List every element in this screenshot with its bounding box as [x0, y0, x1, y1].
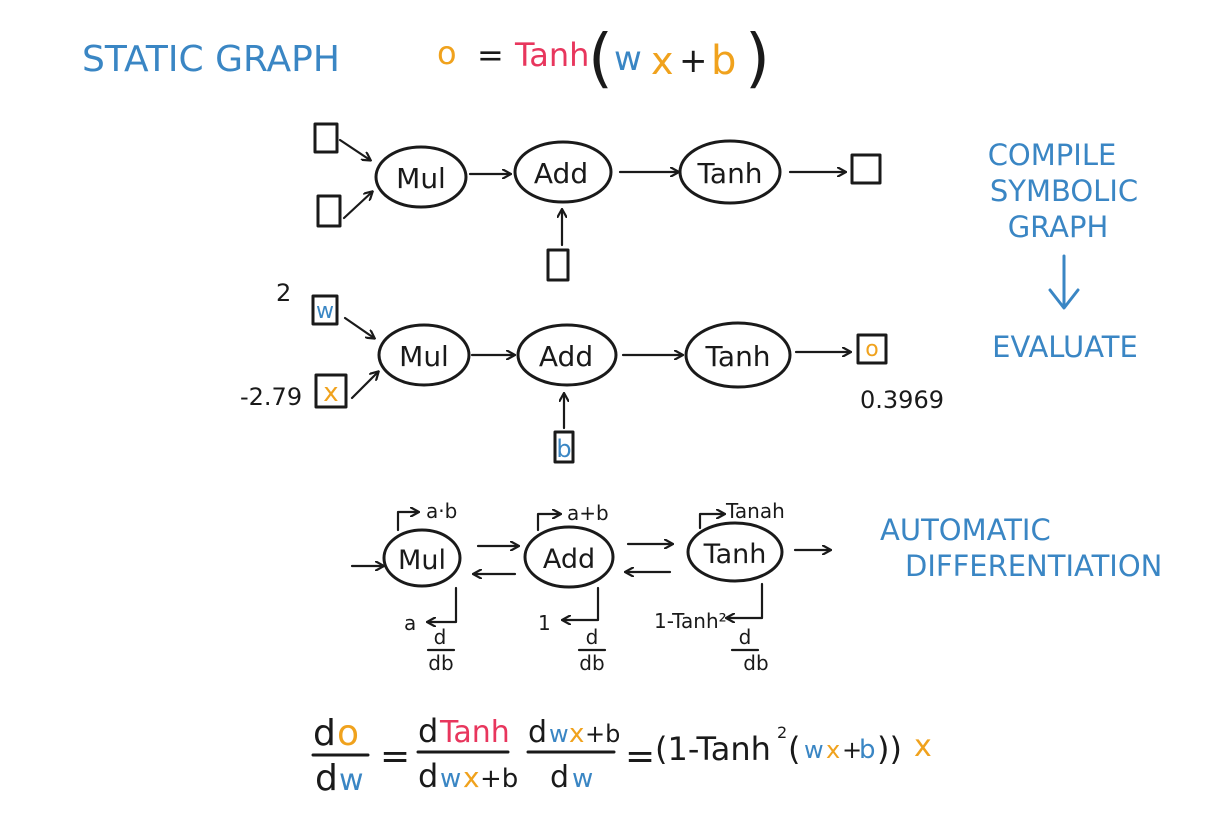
eq-rhs-open: (1-Tanh [655, 730, 771, 768]
eq-dwx-w: w [549, 720, 569, 748]
node-tanh-eval-label: Tanh [704, 340, 770, 373]
eq-dw2-d: d [550, 760, 569, 795]
evaluated-graph: 2 w -2.79 x Mul Add Tanh o 0.3969 b [240, 279, 944, 464]
eq-do-d: d [313, 713, 336, 754]
mul-d-den: db [428, 651, 453, 675]
add-d-den: db [579, 651, 604, 675]
node-tanh-eval [684, 321, 792, 389]
formula-lparen: ( [588, 22, 613, 96]
o-box [856, 333, 888, 365]
node-mul-ad-label: Mul [398, 545, 446, 576]
eq-rhs-paren: ( [788, 730, 800, 768]
b-box-label: b [556, 435, 571, 463]
formula-w: w [614, 39, 642, 79]
input-box-1 [313, 122, 339, 154]
eq-dw-w: w [339, 763, 364, 798]
autodiff-line-1: AUTOMATIC [880, 513, 1051, 547]
node-mul-label: Mul [396, 162, 446, 195]
compile-line-1: COMPILE [988, 138, 1117, 172]
node-add-ad-label: Add [543, 544, 595, 575]
b-box [553, 430, 575, 464]
eq-rhs-x2: x [914, 729, 932, 764]
eq-rhs-b: b [859, 735, 876, 765]
x-box [314, 373, 348, 409]
node-add-label: Add [534, 157, 588, 190]
autodiff-note: AUTOMATIC DIFFERENTIATION [880, 513, 1162, 583]
node-tanh-ad [686, 521, 784, 583]
compile-line-3: GRAPH [1008, 210, 1109, 244]
bias-box [546, 248, 570, 282]
evaluate-label: EVALUATE [992, 330, 1138, 364]
eq-dw-d: d [315, 758, 338, 799]
eq-rhs-w: w [804, 736, 824, 764]
eq-rhs-sq: 2 [777, 723, 787, 742]
tanh-op-label: Tanah [725, 499, 785, 523]
node-add [513, 140, 613, 204]
eq-dwx-rest: +b [585, 720, 620, 748]
formula-plus: + [679, 41, 708, 81]
tanh-grad-label: 1-Tanh² [654, 609, 727, 633]
w-box [311, 294, 339, 326]
node-mul [374, 145, 468, 209]
node-tanh-label: Tanh [696, 157, 762, 190]
formula: o = Tanh ( w x + b ) [437, 22, 770, 96]
eq-dwx-x: x [569, 719, 584, 749]
add-d-num: d [586, 625, 599, 649]
x-box-label: x [323, 378, 338, 408]
node-tanh-ad-label: Tanh [703, 539, 767, 570]
tanh-d-num: d [739, 625, 752, 649]
eq-dw2-w: w [572, 764, 593, 794]
eq-rhs-close: )) [877, 730, 902, 768]
autodiff-graph: Mul a·b a d db Add a+b 1 d db Tanh Tanah… [350, 499, 830, 675]
eq-dwxb-d: d [418, 757, 438, 795]
formula-o: o [437, 34, 457, 72]
add-grad-label: 1 [538, 611, 551, 635]
mul-op-label: a·b [426, 499, 457, 523]
w-box-label: w [316, 299, 334, 324]
node-add-eval-label: Add [539, 340, 593, 373]
node-add-ad [523, 525, 615, 589]
eq-dwxb-w: w [440, 764, 461, 794]
node-add-eval [516, 323, 618, 387]
formula-x: x [651, 39, 674, 83]
eq-dwx-d: d [528, 715, 547, 750]
symbolic-graph: Mul Add Tanh [313, 122, 882, 282]
o-box-label: o [865, 337, 878, 362]
x-value: -2.79 [240, 383, 302, 411]
node-tanh [678, 139, 782, 205]
node-mul-eval-label: Mul [399, 340, 449, 373]
eq-dtanh-t: Tanh [439, 715, 510, 750]
output-box [850, 153, 882, 185]
formula-rparen: ) [745, 22, 770, 96]
down-arrow-icon [1048, 254, 1080, 310]
eq-rhs-x: x [826, 736, 840, 764]
node-mul-eval [377, 323, 471, 387]
node-mul-ad [382, 528, 462, 588]
mul-grad-label: a [404, 611, 416, 635]
eq-dtanh-d: d [418, 712, 438, 750]
eq-dwxb-x: x [463, 761, 480, 794]
chain-rule-equation: d o d w = d Tanh d w x +b d w x +b d w =… [311, 712, 932, 799]
formula-tanh: Tanh [514, 36, 589, 74]
formula-eq: = [477, 36, 504, 74]
mul-d-num: d [434, 625, 447, 649]
formula-b: b [711, 38, 736, 84]
eq-do-o: o [337, 713, 359, 754]
eq-dwxb-rest: +b [480, 764, 518, 794]
o-value: 0.3969 [860, 386, 944, 414]
eq-equals-2: = [625, 736, 655, 777]
add-op-label: a+b [567, 501, 609, 525]
compile-note: COMPILE SYMBOLIC GRAPH EVALUATE [988, 138, 1138, 364]
tanh-d-den: db [743, 651, 768, 675]
autodiff-line-2: DIFFERENTIATION [905, 549, 1162, 583]
eq-rhs-plus: + [842, 736, 862, 764]
eq-equals-1: = [380, 736, 410, 777]
page-title: STATIC GRAPH [82, 39, 340, 80]
w-value: 2 [276, 279, 291, 307]
input-box-2 [316, 194, 342, 228]
compile-line-2: SYMBOLIC [990, 174, 1138, 208]
